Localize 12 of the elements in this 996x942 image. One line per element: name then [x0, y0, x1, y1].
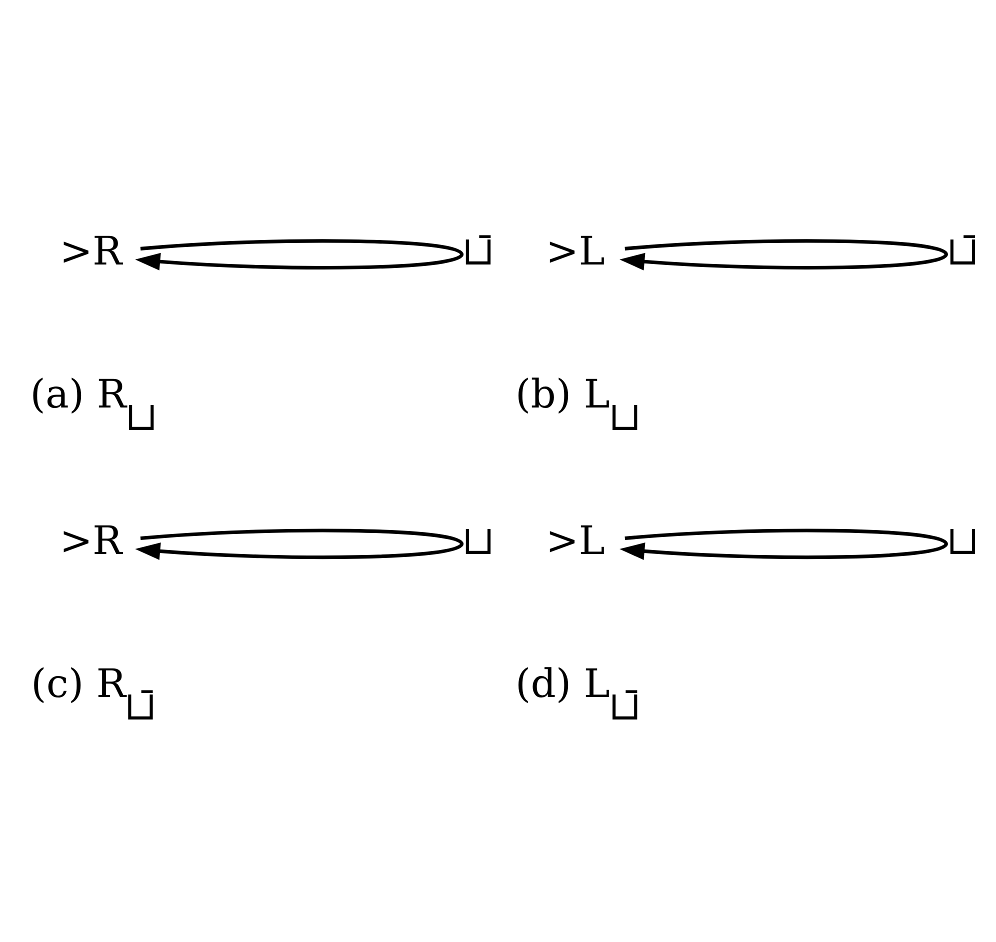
edge-label: ⊔: [462, 518, 495, 564]
arrow: [620, 238, 948, 270]
edge-label: ⊔: [946, 518, 980, 564]
arrow: [620, 528, 948, 560]
arrow: [135, 238, 464, 270]
edge-label: ⊔̄: [946, 228, 980, 274]
node-text: >L: [546, 518, 605, 564]
arrow: [135, 528, 464, 560]
node-text: >R: [60, 228, 122, 274]
node-text: >R: [60, 518, 122, 564]
node-text: >L: [546, 228, 605, 274]
edge-label: ⊔̄: [462, 228, 495, 274]
